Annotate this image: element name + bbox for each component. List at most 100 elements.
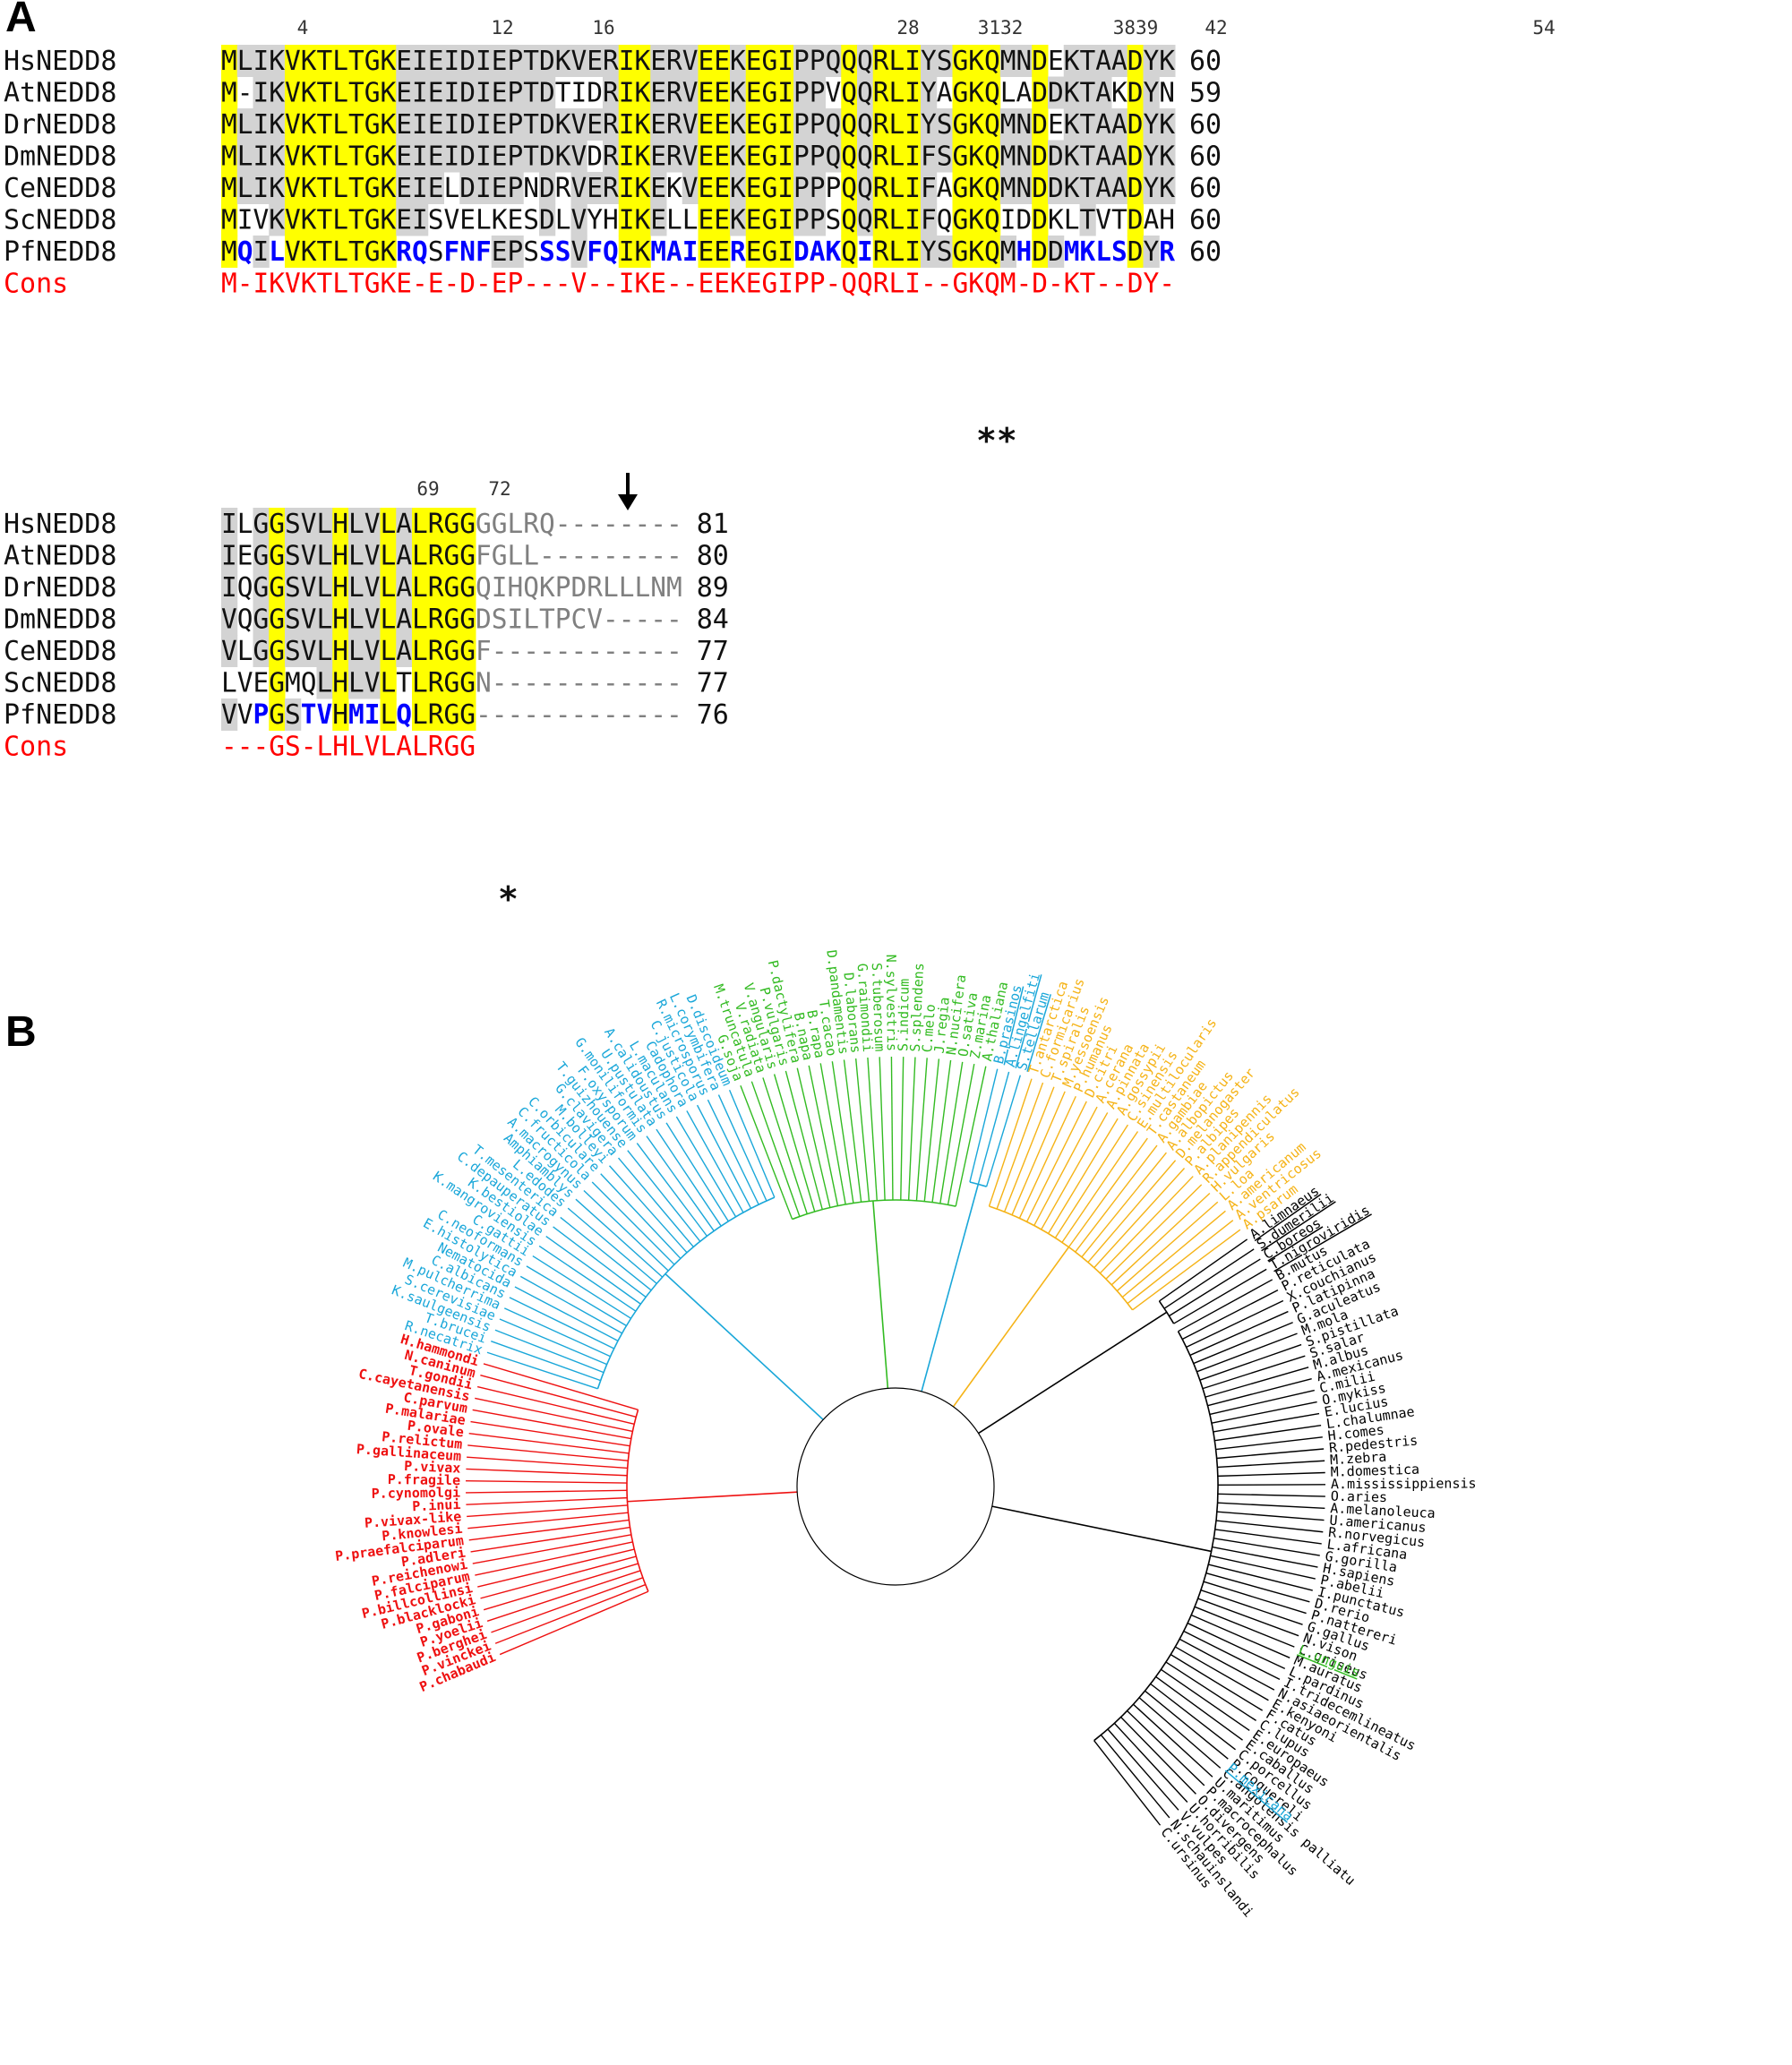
alignment-cell-shade	[316, 635, 333, 667]
alignment-cell-shade	[1032, 108, 1049, 141]
alignment-cell-shade	[348, 108, 365, 141]
tree-leaf-branch	[1215, 1436, 1323, 1451]
tree-leaf-branch	[480, 1555, 637, 1599]
sequence-name: DrNEDD8	[4, 109, 116, 141]
taxon-label: S.indicum	[895, 979, 912, 1052]
tree-leaf-branch	[475, 1397, 633, 1433]
tree-leaf-branch	[1215, 1520, 1324, 1533]
alignment-cell-shade	[650, 45, 667, 77]
alignment-cell-shade	[396, 635, 413, 667]
alignment-cell-shade	[1159, 108, 1176, 141]
tree-leaf-branch	[472, 1534, 631, 1564]
tree-leaf-branch	[1054, 1124, 1129, 1238]
alignment-cell-shade	[1079, 172, 1096, 204]
tree-leaf-branch	[467, 1444, 629, 1461]
taxon-label: M.zebra	[1330, 1449, 1387, 1469]
tree-leaf-branch	[1099, 1176, 1194, 1274]
alignment-cell-shade	[1016, 172, 1033, 204]
alignment-cell-shade	[364, 45, 381, 77]
sequence-length: 60	[1189, 141, 1222, 173]
alignment-cell-shade	[1016, 108, 1033, 141]
tree-leaf-branch	[1197, 1598, 1299, 1637]
alignment-cell-shade	[300, 236, 317, 268]
alignment-cell-shade	[905, 236, 922, 268]
conserved-site-asterisk: *	[498, 879, 519, 919]
tree-leaf-branch	[1003, 1086, 1055, 1212]
alignment-cell-shade	[921, 203, 938, 236]
alignment-cell-shade	[698, 45, 715, 77]
alignment-cell-shade	[761, 108, 778, 141]
alignment-cell-shade	[236, 172, 253, 204]
alignment-cell-shade	[1016, 140, 1033, 173]
alignment-cell-shade	[412, 140, 429, 173]
sequence-residues: IQGGSVLHLVLALRGG	[221, 572, 476, 604]
alignment-cell-shade	[1063, 172, 1080, 204]
alignment-cell-shade	[332, 603, 349, 636]
tree-leaf-branch	[491, 1341, 601, 1382]
tree-branch	[664, 1272, 824, 1420]
alignment-cell-shade	[523, 108, 540, 141]
tree-leaf-branch	[483, 1363, 639, 1410]
alignment-cell-shade	[364, 172, 381, 204]
sequence-name: ScNEDD8	[4, 668, 116, 699]
alignment-cell-shade	[872, 140, 889, 173]
sequence-name: HsNEDD8	[4, 509, 116, 540]
sequence-name: ScNEDD8	[4, 205, 116, 236]
sequence-name: AtNEDD8	[4, 78, 116, 109]
alignment-cell-shade	[380, 140, 397, 173]
alignment-cell-shade	[682, 76, 699, 109]
alignment-cell-shade	[857, 140, 874, 173]
alignment-cell-shade	[364, 635, 381, 667]
tree-leaf-branch	[575, 1198, 664, 1278]
alignment-cell-shade	[634, 45, 651, 77]
alignment-cell-shade	[443, 45, 460, 77]
taxon-label: A.melanoleuca	[1330, 1500, 1436, 1521]
tree-leaf-branch	[831, 1061, 854, 1204]
tree-leaf-branch	[538, 1245, 637, 1312]
tree-branch	[872, 1200, 889, 1389]
alignment-cell-shade	[650, 203, 667, 236]
tree-leaf-branch	[545, 1235, 641, 1305]
alignment-cell-shade	[348, 45, 365, 77]
alignment-cell-shade	[634, 108, 651, 141]
tree-leaf-branch	[483, 1563, 639, 1611]
tree-leaf-branch	[646, 1135, 715, 1232]
tree-leaf-branch	[1113, 1722, 1188, 1803]
alignment-cell-shade	[396, 140, 413, 173]
alignment-cell-shade	[236, 140, 253, 173]
alignment-cell-shade	[888, 203, 905, 236]
alignment-cell-shade	[412, 203, 429, 236]
alignment-cell-shade	[745, 108, 762, 141]
tree-leaf-branch	[890, 1057, 894, 1201]
alignment-cell-shade	[332, 635, 349, 667]
consensus-label: Cons	[4, 732, 68, 763]
tree-leaf-branch	[740, 1085, 793, 1220]
tree-leaf-branch	[1018, 1095, 1076, 1219]
sequence-name: AtNEDD8	[4, 541, 116, 572]
alignment-cell-shade	[380, 603, 397, 636]
alignment-cell-shade	[921, 108, 938, 141]
alignment-cell-shade	[427, 571, 444, 604]
tree-leaf-branch	[468, 1433, 630, 1454]
tree-leaf-branch	[1205, 1367, 1309, 1398]
alignment-cell-shade	[793, 140, 810, 173]
tree-leaf-branch	[796, 1067, 831, 1208]
alignment-cell-shade	[412, 635, 429, 667]
alignment-cell-shade	[332, 45, 349, 77]
alignment-cell-shade	[888, 236, 905, 268]
alignment-cell-shade	[698, 140, 715, 173]
tree-leaf-branch	[467, 1512, 629, 1529]
alignment-cell-shade	[285, 508, 302, 540]
alignment-cell-shade	[952, 140, 969, 173]
tree-leaf-branch	[1194, 1606, 1295, 1648]
alignment-cell-shade	[316, 236, 333, 268]
alignment-cell-shade	[412, 172, 429, 204]
taxon-label: S.tuberosum	[869, 963, 888, 1052]
alignment-cell-shade	[984, 203, 1001, 236]
tree-leaf-branch	[686, 1110, 744, 1213]
alignment-cell-shade	[443, 603, 460, 636]
sequence-residues: MQILVKTLTGKRQSFNFEPSSSVFQIKMAIEEREGIDAKQ…	[221, 236, 1176, 268]
alignment-cell-shade	[603, 45, 620, 77]
alignment-cell-shade	[793, 76, 810, 109]
tree-leaf-branch	[1081, 1152, 1167, 1258]
